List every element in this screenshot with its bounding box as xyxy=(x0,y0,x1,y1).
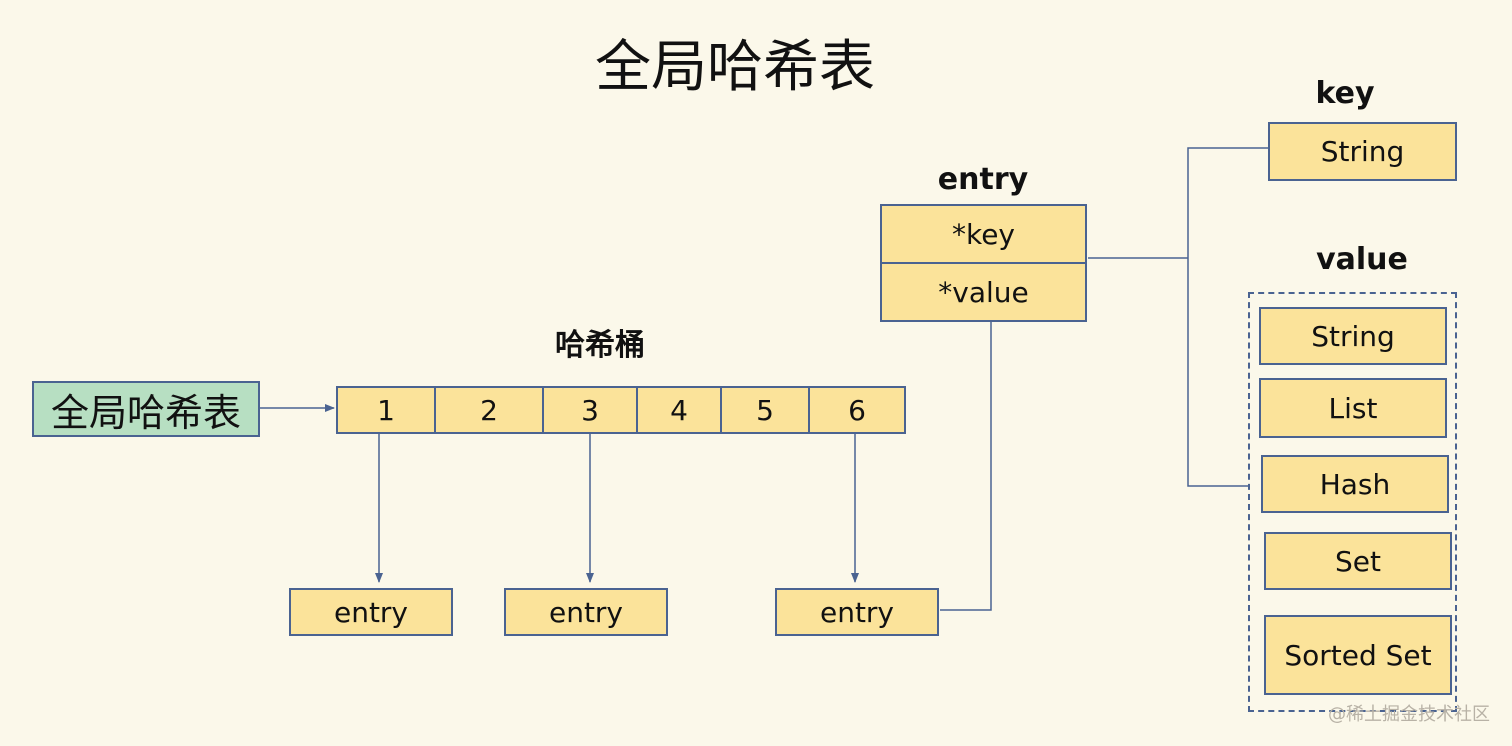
bucket-cell: 3 xyxy=(542,386,638,434)
chain-entry-box: entry xyxy=(289,588,453,636)
value-type-box: String xyxy=(1259,307,1447,365)
watermark-text: @稀土掘金技术社区 xyxy=(1328,704,1490,725)
entry-key-field: *key xyxy=(880,204,1087,264)
value-label: value xyxy=(1316,242,1408,277)
bucket-cell: 5 xyxy=(720,386,810,434)
key-label: key xyxy=(1315,76,1375,111)
value-types-group xyxy=(1248,292,1457,712)
line-to-value xyxy=(1187,258,1248,487)
bucket-cell: 2 xyxy=(434,386,544,434)
value-type-box: List xyxy=(1259,378,1447,438)
entry-struct-label: entry xyxy=(937,162,1029,197)
line-entry-to-struct xyxy=(940,322,992,611)
chain-entry-box: entry xyxy=(775,588,939,636)
entry-value-field: *value xyxy=(880,262,1087,322)
value-type-box: Hash xyxy=(1261,455,1449,513)
bucket-cell: 4 xyxy=(636,386,722,434)
page-title: 全局哈希表 xyxy=(595,35,875,100)
key-type-box: String xyxy=(1268,122,1457,181)
chain-entry-box: entry xyxy=(504,588,668,636)
bucket-cell: 1 xyxy=(336,386,436,434)
bucket-label: 哈希桶 xyxy=(555,328,645,363)
global-hash-table-box: 全局哈希表 xyxy=(32,381,260,437)
bucket-cell: 6 xyxy=(808,386,906,434)
value-type-box: Sorted Set xyxy=(1264,615,1452,695)
line-to-key xyxy=(1187,147,1268,258)
value-type-box: Set xyxy=(1264,532,1452,590)
